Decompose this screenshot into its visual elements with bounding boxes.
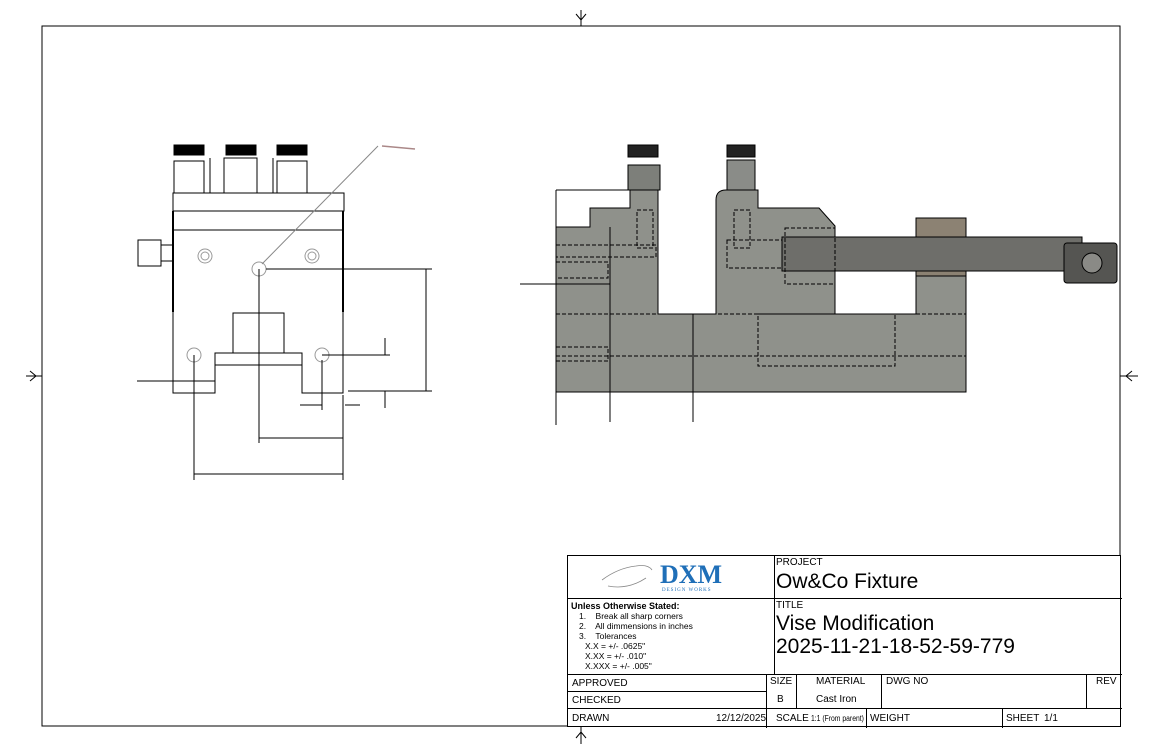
approved-label: APPROVED bbox=[572, 678, 628, 689]
general-notes: Unless Otherwise Stated: 1. Break all sh… bbox=[571, 601, 771, 671]
logo-brand: DXM bbox=[660, 560, 723, 589]
tolerance-item: X.X = +/- .0625" bbox=[585, 641, 646, 651]
side-view bbox=[520, 144, 1118, 425]
project-value: Ow&Co Fixture bbox=[776, 570, 919, 593]
note-item: 3. Tolerances bbox=[579, 631, 637, 641]
title-line2: 2025-11-21-18-52-59-779 bbox=[776, 635, 1015, 658]
title-block: DXM DESIGN WORKS Unless Otherwise Stated… bbox=[567, 555, 1122, 728]
logo-tagline: DESIGN WORKS bbox=[662, 588, 712, 593]
note-item: 2. All dimmensions in inches bbox=[579, 621, 693, 631]
tolerance-item: X.XX = +/- .010" bbox=[585, 651, 647, 661]
front-view bbox=[137, 144, 432, 480]
scale-label: SCALE bbox=[776, 713, 809, 724]
checked-label: CHECKED bbox=[572, 695, 621, 706]
weight-label: WEIGHT bbox=[870, 713, 910, 724]
note-item: 1. Break all sharp corners bbox=[579, 611, 683, 621]
material-label: MATERIAL bbox=[816, 676, 866, 687]
sheet-value: 1/1 bbox=[1044, 713, 1058, 724]
tolerance-item: X.XXX = +/- .005" bbox=[585, 661, 652, 671]
rev-label: REV bbox=[1096, 676, 1117, 687]
title-label: TITLE bbox=[776, 600, 804, 611]
hands-logo-icon bbox=[601, 565, 653, 588]
title-line1: Vise Modification bbox=[776, 612, 935, 635]
notes-heading: Unless Otherwise Stated: bbox=[571, 601, 680, 611]
center-marks bbox=[26, 10, 1138, 744]
company-logo: DXM DESIGN WORKS bbox=[598, 560, 768, 596]
drawn-date: 12/12/2025 bbox=[716, 713, 767, 724]
project-label: PROJECT bbox=[776, 557, 823, 568]
sheet-label: SHEET bbox=[1006, 713, 1040, 724]
material-value: Cast Iron bbox=[816, 694, 857, 705]
size-label: SIZE bbox=[770, 676, 793, 687]
dwg-no-label: DWG NO bbox=[886, 676, 929, 687]
scale-value: 1:1 (From parent) bbox=[811, 714, 864, 723]
size-value: B bbox=[777, 694, 784, 705]
drawn-label: DRAWN bbox=[572, 713, 610, 724]
